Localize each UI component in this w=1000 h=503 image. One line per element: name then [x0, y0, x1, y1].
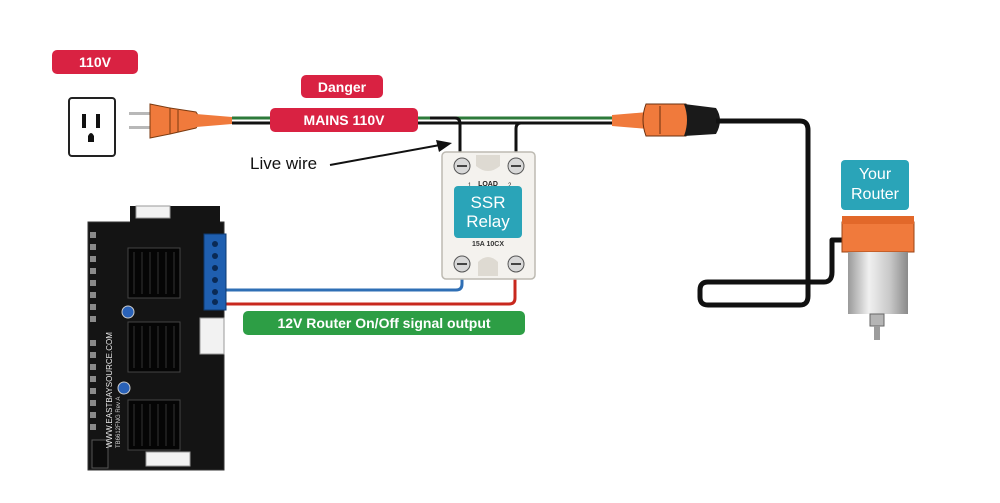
relay-load-wires — [430, 116, 540, 158]
extension-socket-icon — [612, 103, 720, 137]
relay-load-text: LOAD — [478, 181, 498, 188]
live-wire-label: Live wire — [250, 154, 318, 173]
ssr-label-line1: SSR — [470, 193, 506, 212]
router-label: Your Router — [841, 160, 909, 210]
power-plug-icon — [129, 103, 232, 139]
board-url-text: WWW.EASTBAYSOURCE.COM — [105, 332, 114, 448]
heatsinks — [127, 247, 181, 451]
controller-board-icon: WWW.EASTBAYSOURCE.COM TB6612FNG Rev A — [87, 205, 227, 471]
wall-outlet-icon — [68, 97, 116, 157]
signal-wires — [222, 270, 517, 306]
router-label-line2: Router — [850, 186, 900, 203]
danger-badge: Danger — [301, 75, 383, 98]
router-motor-icon — [841, 216, 915, 340]
router-label-line1: Your — [858, 166, 892, 183]
ssr-label-line2: Relay — [466, 212, 510, 231]
terminal-block — [203, 233, 227, 311]
live-wire-arrow — [329, 140, 452, 166]
board-version-text: TB6612FNG Rev A — [116, 397, 122, 448]
relay-model-text: 15A 10CX — [472, 241, 504, 248]
mains-badge: MAINS 110V — [270, 108, 418, 132]
voltage-badge: 110V — [52, 50, 138, 74]
ssr-relay-label: SSR Relay — [454, 186, 522, 238]
router-cable — [697, 118, 848, 308]
signal-output-badge: 12V Router On/Off signal output — [243, 311, 525, 335]
